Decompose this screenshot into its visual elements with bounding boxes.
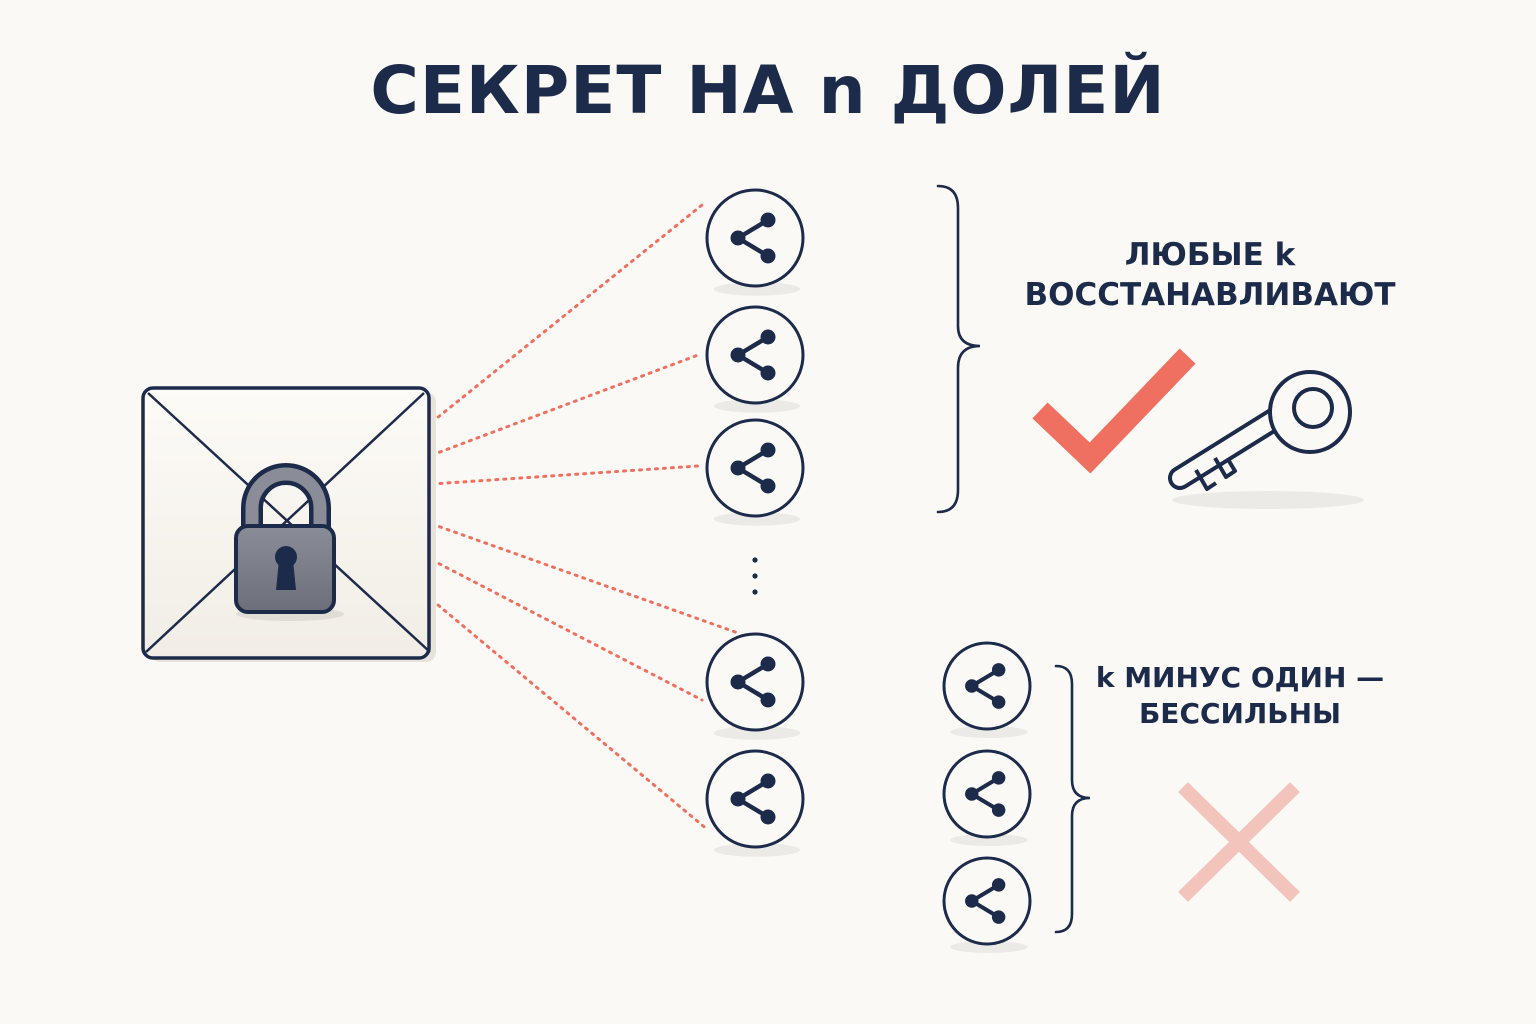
share-column <box>705 188 805 857</box>
share-icon <box>730 773 776 825</box>
connector-line <box>430 598 710 832</box>
reconstruct-caption-line2: ВОССТАНАВЛИВАЮТ <box>1024 276 1396 313</box>
share-node <box>705 749 805 857</box>
padlock-icon <box>234 463 344 621</box>
connector-line <box>430 203 704 424</box>
reconstruct-caption: ЛЮБЫЕ k ВОССТАНАВЛИВАЮТ <box>980 236 1440 315</box>
insufficient-caption: k МИНУС ОДИН — БЕССИЛЬНЫ <box>1090 660 1390 732</box>
check-icon <box>1032 348 1196 474</box>
share-icon <box>730 329 776 381</box>
share-icon <box>730 442 776 494</box>
share-node <box>705 632 805 740</box>
connector-line <box>430 353 700 457</box>
page-title: СЕКРЕТ НА n ДОЛЕЙ <box>370 52 1166 129</box>
insufficient-share-node <box>942 749 1032 847</box>
share-node <box>705 305 805 413</box>
share-node <box>705 188 805 296</box>
connector-line <box>430 558 704 702</box>
share-icon <box>965 878 1006 924</box>
threshold-brace <box>936 184 981 514</box>
insufficient-brace <box>1054 664 1091 934</box>
reconstruct-caption-line1: ЛЮБЫЕ k <box>1124 237 1296 273</box>
share-ellipsis <box>752 557 758 595</box>
insufficient-share-column <box>942 641 1032 954</box>
share-connectors <box>430 203 740 832</box>
share-icon <box>730 212 776 264</box>
insufficient-caption-line2: БЕССИЛЬНЫ <box>1138 696 1342 730</box>
key-icon <box>1168 370 1364 509</box>
share-icon <box>965 771 1006 817</box>
share-icon <box>965 663 1006 709</box>
share-icon <box>730 656 776 708</box>
share-node <box>705 418 805 526</box>
insufficient-share-node <box>942 641 1032 739</box>
cross-icon <box>1178 782 1300 902</box>
insufficient-share-node <box>942 856 1032 954</box>
connector-line <box>430 464 700 486</box>
insufficient-caption-line1: k МИНУС ОДИН — <box>1095 661 1385 694</box>
connector-line <box>430 522 740 635</box>
